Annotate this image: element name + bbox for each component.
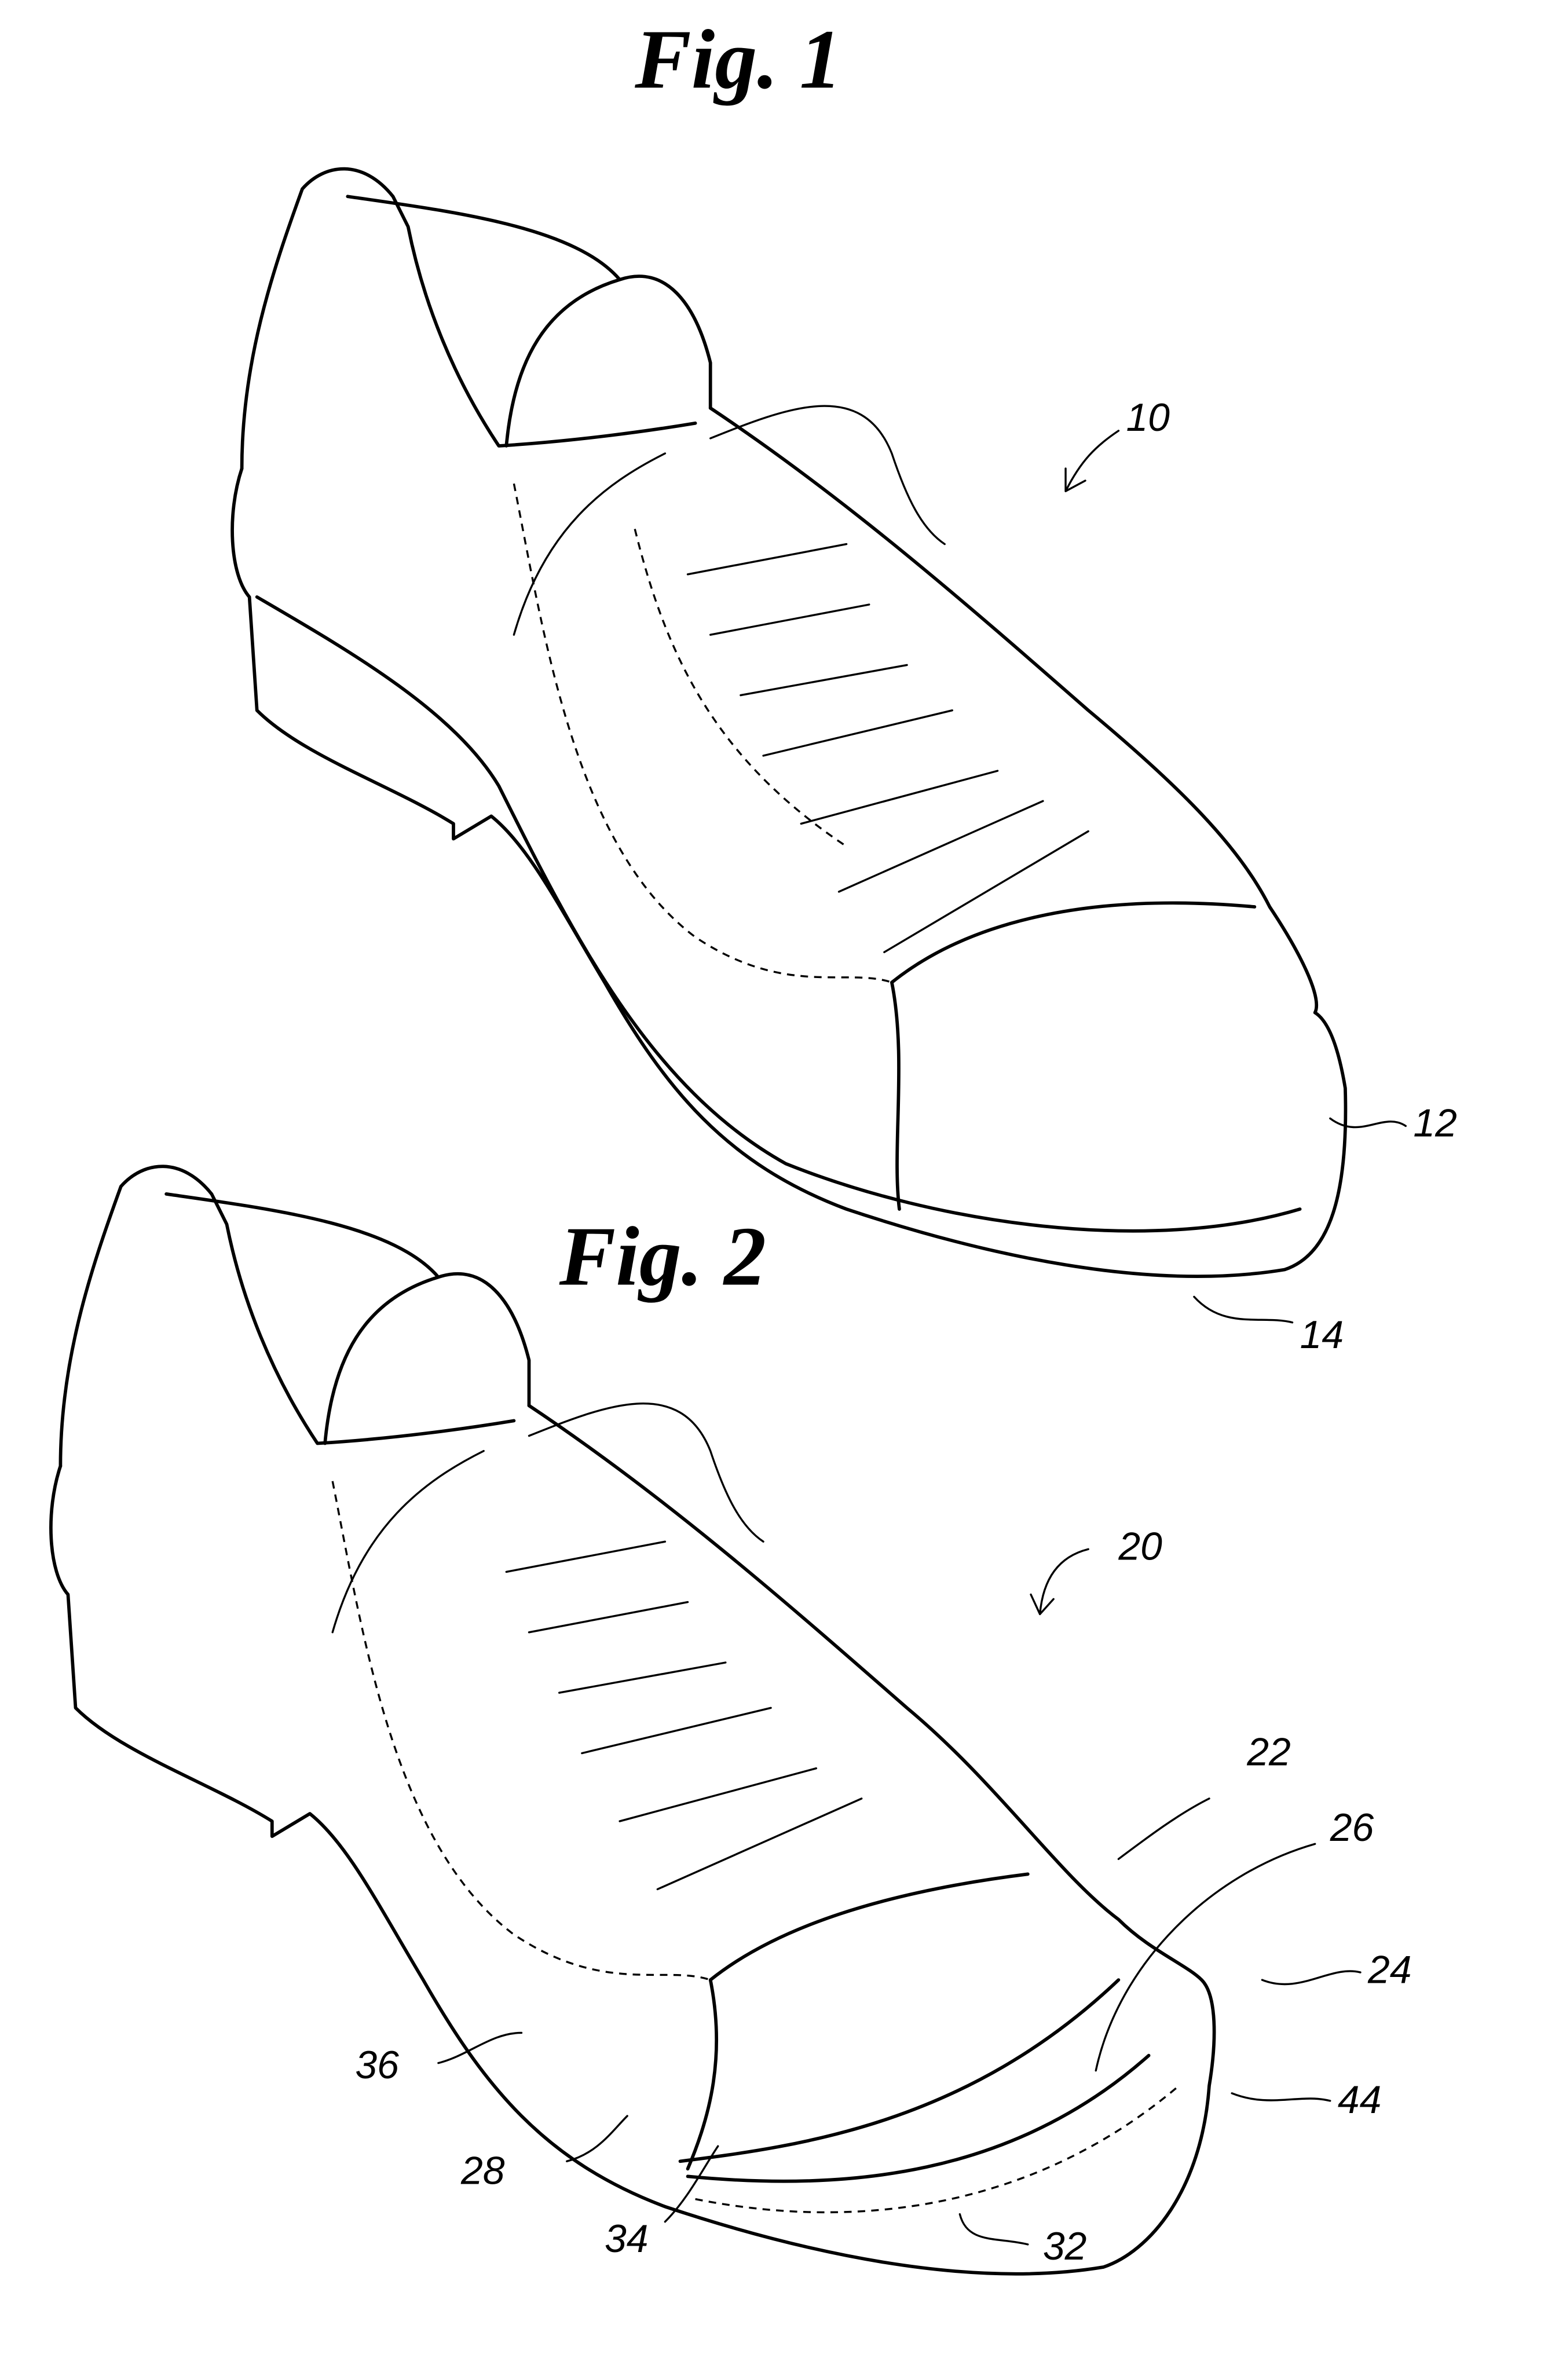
shoe-2-rand — [678, 1978, 1151, 2183]
shoe-2-collar — [164, 1192, 531, 1445]
label-36: 36 — [355, 2044, 399, 2087]
shoe-2-laces — [331, 1403, 863, 1891]
label-10: 10 — [1126, 396, 1170, 440]
ref-10-arrow — [1064, 430, 1120, 492]
shoe-2-sole — [49, 1464, 1216, 2276]
leader-22 — [1117, 1797, 1210, 1860]
leader-26 — [1095, 1843, 1316, 2072]
shoe-1-sole-edge — [255, 595, 1302, 1233]
fig-2-shoe — [49, 1165, 1216, 2276]
leader-44 — [1231, 2092, 1331, 2102]
shoe-1-collar — [346, 195, 712, 448]
label-32: 32 — [1043, 2225, 1086, 2268]
label-12: 12 — [1413, 1102, 1456, 1145]
shoe-2-stitching — [331, 1481, 711, 1981]
leader-12 — [1329, 1117, 1407, 1129]
leader-34 — [664, 2145, 719, 2223]
shoe-2-rand-stitch — [695, 2085, 1180, 2214]
shoe-2-upper — [58, 1165, 516, 1468]
label-44: 44 — [1338, 2078, 1381, 2122]
shoe-1-top-line — [708, 406, 1319, 1015]
shoe-1-laces — [513, 405, 1089, 953]
leader-36 — [437, 2031, 523, 2064]
shoe-1-upper — [240, 167, 697, 470]
label-22: 22 — [1246, 1730, 1290, 1774]
shoe-2-top-line — [527, 1404, 1203, 1982]
shoe-2-toe-cap — [686, 1872, 1030, 2171]
shoe-1-toe-cap — [890, 901, 1257, 1211]
shoe-1-stitching — [513, 483, 892, 984]
label-14: 14 — [1300, 1313, 1344, 1357]
label-20: 20 — [1118, 1525, 1162, 1569]
leader-14 — [1193, 1295, 1294, 1324]
shoe-1-sole — [230, 467, 1348, 1278]
label-28: 28 — [460, 2149, 505, 2192]
leader-28 — [566, 2115, 628, 2162]
leader-32 — [958, 2213, 1029, 2246]
leader-24 — [1261, 1970, 1362, 1986]
fig-2-title: Fig. 2 — [559, 1210, 766, 1303]
label-24: 24 — [1367, 1948, 1411, 1991]
label-26: 26 — [1330, 1806, 1374, 1850]
fig-1-title: Fig. 1 — [634, 12, 841, 106]
ref-20-arrow — [1030, 1548, 1089, 1616]
label-34: 34 — [605, 2217, 648, 2261]
fig-1-shoe — [230, 167, 1407, 1324]
